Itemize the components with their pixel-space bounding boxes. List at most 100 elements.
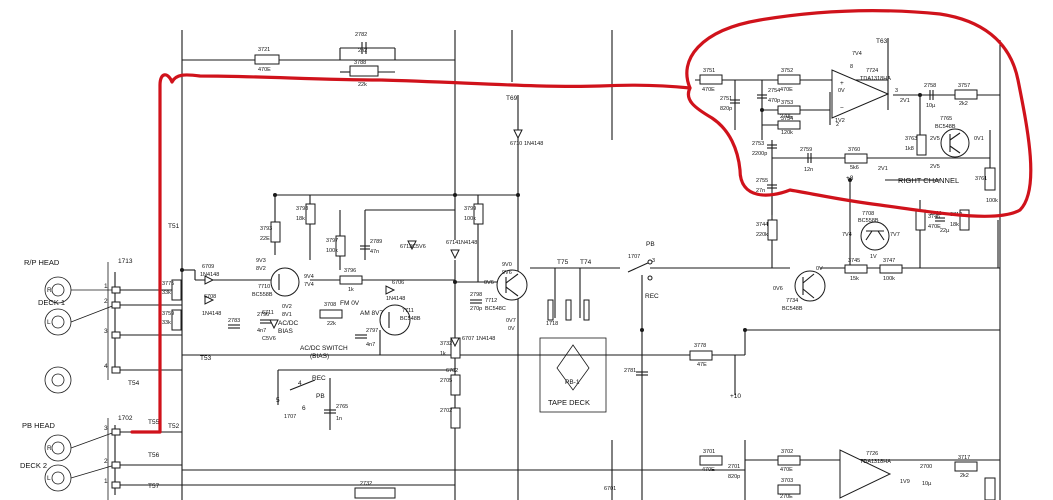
- capacitor-2765: [324, 409, 336, 414]
- capacitor-2759: [807, 153, 812, 163]
- rp-head-label: R/P HEAD: [24, 258, 60, 267]
- svg-text:2732: 2732: [360, 481, 372, 487]
- resistor-3752: [777, 74, 801, 85]
- resistor-3712: [959, 209, 970, 231]
- svg-text:7711: 7711: [402, 308, 414, 314]
- resistor-3708: [319, 309, 343, 319]
- svg-text:9V0: 9V0: [502, 262, 512, 268]
- svg-text:4n7: 4n7: [257, 328, 266, 334]
- svg-text:1718: 1718: [546, 321, 558, 327]
- transistor-7708: [860, 221, 890, 251]
- resistor-3793: [270, 221, 281, 243]
- svg-text:R: R: [47, 287, 52, 294]
- opamp-7724: [831, 69, 890, 119]
- svg-text:6707: 6707: [462, 336, 474, 342]
- svg-text:470E: 470E: [702, 467, 715, 473]
- connector-pins: [111, 286, 121, 489]
- svg-text:2V1: 2V1: [878, 166, 888, 172]
- svg-text:22E: 22E: [260, 236, 270, 242]
- capacitor-2702: [450, 407, 461, 429]
- diode-6711: [269, 319, 279, 330]
- svg-text:1k: 1k: [348, 287, 354, 293]
- svg-text:6714: 6714: [446, 240, 458, 246]
- svg-text:0V2: 0V2: [282, 304, 292, 310]
- resistor-3788: [349, 65, 379, 77]
- svg-text:470E: 470E: [780, 87, 793, 93]
- svg-text:7V4: 7V4: [842, 232, 852, 238]
- svg-text:2: 2: [104, 458, 108, 465]
- switch-1707: [627, 261, 651, 273]
- svg-text:1N4148: 1N4148: [200, 272, 219, 278]
- svg-text:L: L: [47, 319, 51, 326]
- diode-6714: [450, 249, 460, 260]
- svg-text:2: 2: [836, 122, 839, 128]
- resistor-3746: [915, 209, 926, 231]
- capacitor-2789: [360, 245, 370, 250]
- svg-text:22k: 22k: [358, 82, 367, 88]
- svg-text:1702: 1702: [118, 415, 133, 422]
- svg-text:5: 5: [276, 397, 280, 404]
- svg-text:22k: 22k: [327, 321, 336, 327]
- capacitor-2751: [730, 99, 740, 104]
- svg-text:3797: 3797: [326, 238, 338, 244]
- svg-text:3793: 3793: [260, 226, 272, 232]
- resistor-3703: [777, 484, 801, 495]
- svg-text:9V3: 9V3: [256, 258, 266, 264]
- svg-text:0V: 0V: [508, 326, 515, 332]
- svg-text:22µ: 22µ: [940, 228, 950, 234]
- svg-text:2796: 2796: [257, 312, 269, 318]
- svg-text:820p: 820p: [720, 106, 732, 112]
- capacitor-2781: [636, 371, 648, 376]
- svg-text:7712: 7712: [485, 298, 497, 304]
- diode-6707: [450, 337, 460, 348]
- svg-text:T56: T56: [148, 452, 160, 459]
- resistor-3753: [777, 105, 801, 115]
- svg-text:120k: 120k: [781, 130, 793, 136]
- svg-text:3763: 3763: [905, 136, 917, 142]
- svg-text:6706: 6706: [392, 280, 404, 286]
- svg-text:100k: 100k: [986, 198, 998, 204]
- capacitor-2711: [935, 217, 945, 222]
- resistor-3751: [699, 74, 723, 85]
- svg-text:6713: 6713: [400, 244, 412, 250]
- svg-text:2782: 2782: [355, 32, 367, 38]
- transistor-7711: [379, 304, 411, 336]
- svg-text:2754: 2754: [768, 88, 780, 94]
- resistor-3796: [339, 275, 363, 285]
- svg-text:3752: 3752: [781, 68, 793, 74]
- capacitor-2797: [355, 334, 367, 339]
- svg-text:4: 4: [298, 380, 302, 387]
- svg-text:C5V6: C5V6: [262, 336, 276, 342]
- svg-text:220k: 220k: [756, 232, 768, 238]
- svg-text:2k2: 2k2: [959, 101, 968, 107]
- diode-6708: [204, 295, 215, 305]
- svg-text:BC548B: BC548B: [400, 316, 421, 322]
- svg-text:3788: 3788: [354, 60, 366, 66]
- svg-text:T52: T52: [168, 423, 180, 430]
- svg-text:1N4148: 1N4148: [458, 240, 477, 246]
- svg-text:2798: 2798: [470, 292, 482, 298]
- pb-label-1: PB: [316, 393, 325, 400]
- opamp-7726: [839, 449, 892, 499]
- svg-text:1k8: 1k8: [905, 146, 914, 152]
- svg-text:47E: 47E: [697, 362, 707, 368]
- svg-text:6711: 6711: [262, 310, 274, 316]
- svg-text:1N4148: 1N4148: [202, 311, 221, 317]
- deck1-heads: [44, 276, 116, 394]
- svg-text:3: 3: [652, 258, 655, 264]
- svg-text:10µ: 10µ: [926, 103, 936, 109]
- svg-text:2789: 2789: [370, 239, 382, 245]
- svg-text:7V7: 7V7: [890, 232, 900, 238]
- svg-text:3778: 3778: [694, 343, 706, 349]
- svg-text:270p: 270p: [470, 306, 482, 312]
- svg-text:T53: T53: [200, 355, 212, 362]
- svg-text:3754: 3754: [781, 116, 793, 122]
- capacitor-2798: [470, 299, 482, 304]
- svg-text:2797: 2797: [366, 328, 378, 334]
- svg-text:7726: 7726: [866, 451, 878, 457]
- svg-text:2781: 2781: [624, 368, 636, 374]
- svg-text:2765: 2765: [336, 404, 348, 410]
- svg-text:3744: 3744: [756, 222, 768, 228]
- svg-text:1: 1: [104, 283, 108, 290]
- transistor-7710: [270, 267, 300, 297]
